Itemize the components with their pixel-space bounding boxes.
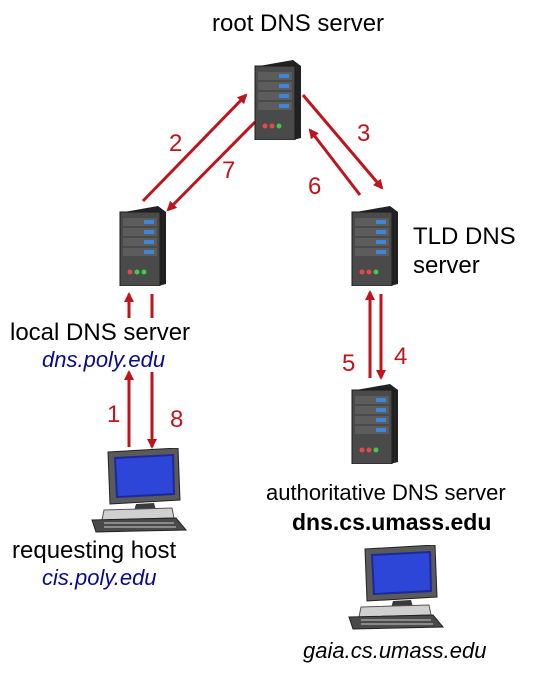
arrow-step-2 [141,93,248,203]
arrow-step-6 [308,128,362,196]
local-dns-label: local DNS server [10,319,191,346]
arrow-step-3 [301,94,384,190]
step-label-7: 7 [222,157,236,184]
step-label-2: 2 [169,130,183,157]
root-dns-server-icon [254,60,301,140]
requesting-host-computer-icon [91,448,188,533]
arrow-step-7 [166,120,257,212]
tld-dns-label-line1: TLD DNS [413,223,516,250]
local-dns-server-icon [119,206,166,286]
gaia-host-computer-icon [348,545,445,630]
step-label-6: 6 [308,173,322,200]
root-dns-label: root DNS server [212,10,385,37]
step-label-1: 1 [107,401,121,428]
step-label-4: 4 [394,343,408,370]
authoritative-dns-hostname: dns.cs.umass.edu [292,509,492,535]
gaia-hostname: gaia.cs.umass.edu [303,638,487,663]
local-dns-hostname: dns.poly.edu [42,347,166,372]
requesting-host-label: requesting host [12,537,177,564]
tld-dns-label-line2: server [413,252,480,279]
requesting-host-hostname: cis.poly.edu [42,565,157,590]
step-label-5: 5 [342,350,356,377]
tld-dns-server-icon [351,206,398,286]
step-label-8: 8 [170,406,184,433]
step-label-3: 3 [357,120,371,147]
authoritative-dns-server-icon [351,384,398,464]
authoritative-dns-label: authoritative DNS server [266,480,506,505]
